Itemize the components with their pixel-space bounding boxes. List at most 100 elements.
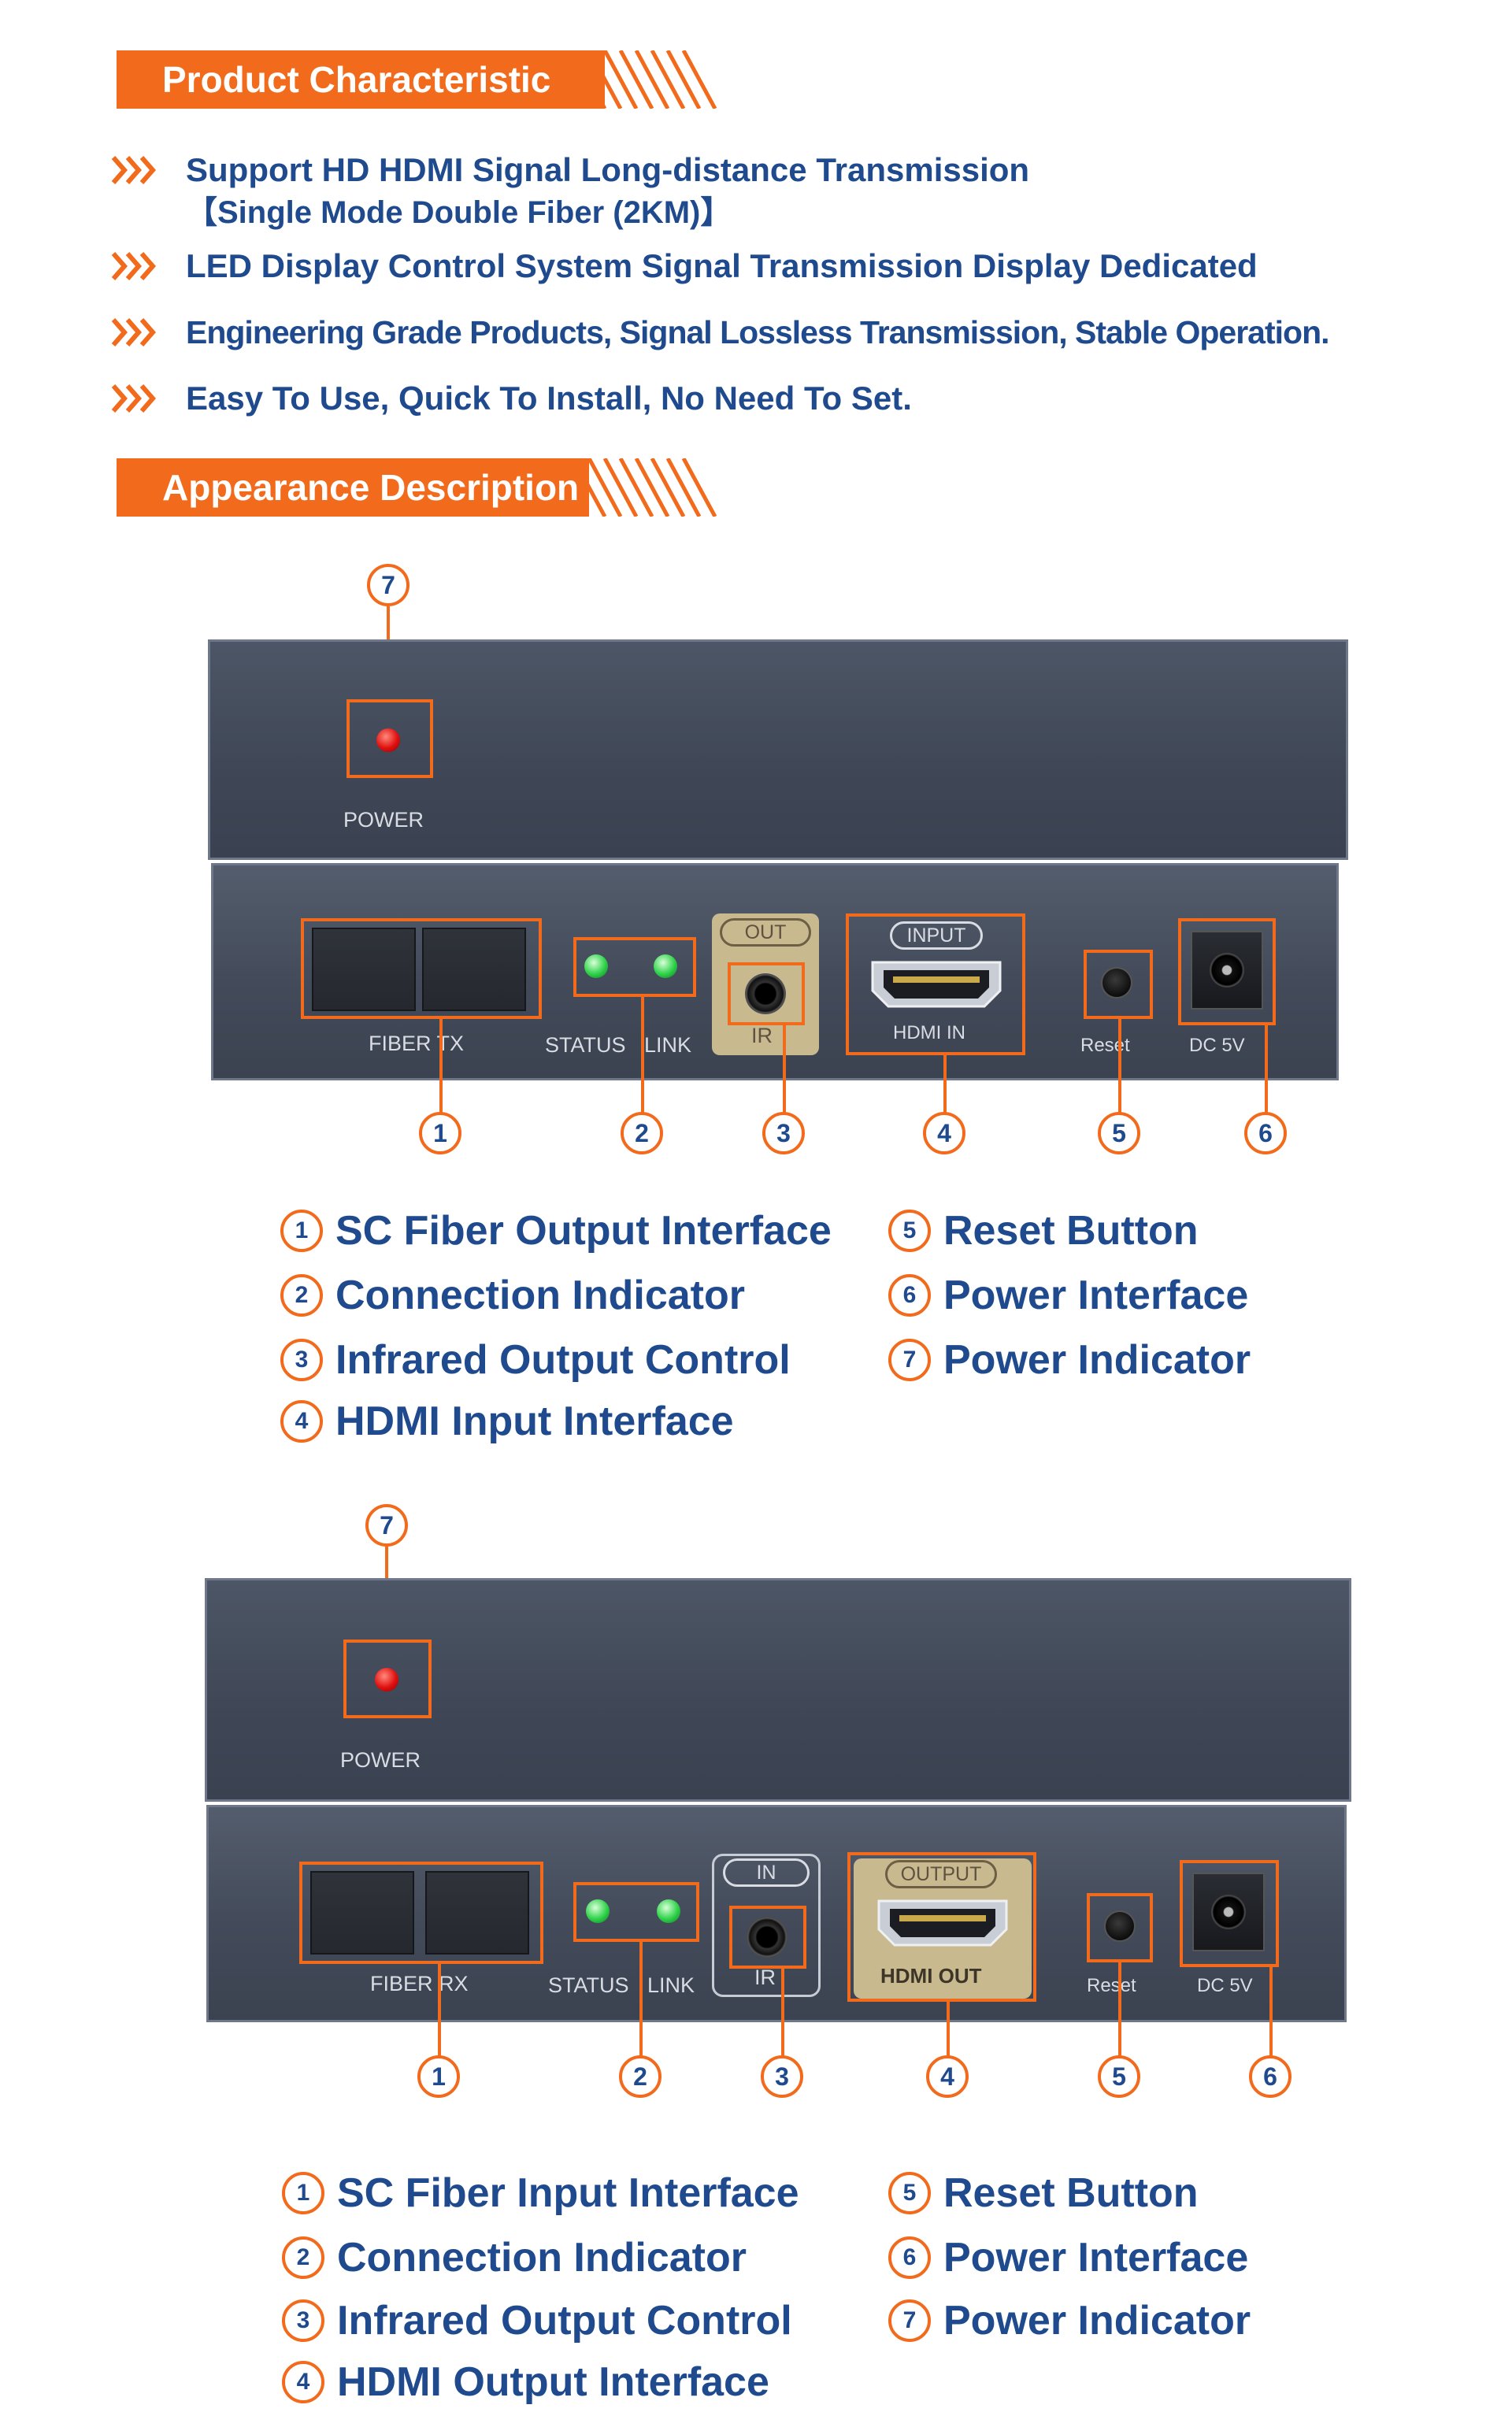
power-led-icon xyxy=(375,1668,398,1691)
legend-number: 1 xyxy=(280,1210,323,1252)
triple-chevron-icon xyxy=(111,252,156,280)
reset-button-box xyxy=(1084,950,1153,1019)
fiber-port-1 xyxy=(312,928,416,1011)
dc-jack-icon xyxy=(1192,1873,1265,1951)
status-label: STATUS xyxy=(548,1973,629,1997)
legend-label: Connection Indicator xyxy=(335,1273,745,1318)
reset-label: Reset xyxy=(1080,1035,1130,1056)
callout-2: 2 xyxy=(621,1112,663,1154)
legend-number: 7 xyxy=(888,2299,931,2342)
status-led-icon xyxy=(584,954,608,978)
legend-label: Infrared Output Control xyxy=(335,1337,791,1383)
legend-number: 3 xyxy=(280,1339,323,1381)
fiber-port-box xyxy=(301,918,542,1019)
banner-stripes-icon xyxy=(117,50,717,109)
callout-6: 6 xyxy=(1244,1112,1287,1154)
callout-4: 4 xyxy=(926,2055,969,2098)
fiber-port-box xyxy=(299,1862,543,1964)
device-top-panel xyxy=(205,1578,1351,1802)
link-led-icon xyxy=(657,1899,680,1923)
legend-number: 6 xyxy=(888,2236,931,2279)
triple-chevron-icon xyxy=(111,384,156,413)
callout-line xyxy=(641,997,644,1113)
link-label: LINK xyxy=(647,1973,695,1997)
legend-label: Infrared Output Control xyxy=(337,2298,792,2344)
legend-number: 7 xyxy=(888,1339,931,1381)
section-title: Product Characteristic xyxy=(162,59,551,100)
hdmi-port-icon xyxy=(871,961,1002,1008)
legend-label: Reset Button xyxy=(943,1208,1199,1254)
ir-jack-icon xyxy=(747,1917,788,1958)
legend-number: 2 xyxy=(280,1274,323,1317)
hdmi-direction-pill: OUTPUT xyxy=(885,1860,997,1888)
ir-direction-pill: IN xyxy=(723,1858,810,1887)
legend-label: Power Interface xyxy=(943,1273,1249,1318)
callout-7: 7 xyxy=(365,1504,408,1547)
power-label: POWER xyxy=(343,808,424,832)
section-banner-appearance: Appearance Description xyxy=(117,458,731,517)
callout-line xyxy=(1265,1025,1268,1113)
status-led-box xyxy=(573,1882,699,1942)
callout-1: 1 xyxy=(419,1112,461,1154)
link-led-icon xyxy=(654,954,677,978)
callout-2: 2 xyxy=(619,2055,662,2098)
hdmi-label: HDMI OUT xyxy=(880,1964,982,1988)
feature-text: Engineering Grade Products, Signal Lossl… xyxy=(186,314,1330,350)
callout-3: 3 xyxy=(762,1112,805,1154)
ir-plate xyxy=(712,1854,821,1997)
callout-line xyxy=(639,1942,643,2057)
dc-jack-box xyxy=(1180,1860,1279,1967)
power-led-icon xyxy=(376,728,400,752)
hdmi-direction-pill: INPUT xyxy=(890,921,983,950)
legend-label: Connection Indicator xyxy=(337,2235,747,2281)
callout-line xyxy=(783,1025,786,1113)
fiber-port-2 xyxy=(422,928,526,1011)
callout-3: 3 xyxy=(761,2055,803,2098)
legend-number: 6 xyxy=(888,1274,931,1317)
status-led-box xyxy=(573,937,696,997)
reset-button[interactable] xyxy=(1101,967,1132,999)
legend-number: 2 xyxy=(282,2236,324,2279)
feature-text: LED Display Control System Signal Transm… xyxy=(186,247,1258,284)
callout-line xyxy=(1269,1967,1273,2057)
ir-direction-pill: OUT xyxy=(720,918,811,947)
legend-number: 4 xyxy=(282,2361,324,2403)
callout-7: 7 xyxy=(367,564,410,606)
fiber-label: FIBER TX xyxy=(369,1032,465,1055)
feature-subtext: 【Single Mode Double Fiber (2KM)】 xyxy=(186,195,732,230)
legend-number: 5 xyxy=(888,2172,931,2214)
legend-label: SC Fiber Output Interface xyxy=(335,1208,832,1254)
dc-jack-icon xyxy=(1191,931,1263,1010)
callout-5: 5 xyxy=(1098,1112,1140,1154)
legend-label: Reset Button xyxy=(943,2170,1199,2216)
power-led-box xyxy=(343,1640,432,1718)
reset-button-box xyxy=(1087,1893,1153,1962)
device-top-panel xyxy=(208,639,1348,860)
link-label: LINK xyxy=(644,1033,692,1057)
legend-number: 1 xyxy=(282,2172,324,2214)
legend-number: 4 xyxy=(280,1400,323,1443)
ir-label: IR xyxy=(751,1024,773,1047)
triple-chevron-icon xyxy=(111,156,156,184)
status-led-icon xyxy=(586,1899,610,1923)
legend-number: 3 xyxy=(282,2299,324,2342)
ir-label: IR xyxy=(754,1966,776,1989)
callout-line xyxy=(947,2002,950,2057)
ir-jack-box xyxy=(729,1906,806,1969)
reset-button[interactable] xyxy=(1104,1910,1136,1942)
callout-1: 1 xyxy=(417,2055,460,2098)
dc-label: DC 5V xyxy=(1197,1975,1253,1996)
section-title: Appearance Description xyxy=(162,467,580,508)
fiber-port-1 xyxy=(310,1871,414,1955)
hdmi-port-box xyxy=(847,1852,1036,2002)
section-banner-characteristic: Product Characteristic xyxy=(117,50,731,109)
legend-label: SC Fiber Input Interface xyxy=(337,2170,799,2216)
legend-label: HDMI Output Interface xyxy=(337,2359,769,2405)
hdmi-label: HDMI IN xyxy=(893,1022,965,1043)
callout-line xyxy=(943,1055,947,1113)
status-label: STATUS xyxy=(545,1033,626,1057)
fiber-port-2 xyxy=(425,1871,529,1955)
legend-number: 5 xyxy=(888,1210,931,1252)
triple-chevron-icon xyxy=(111,318,156,346)
banner-stripes-icon xyxy=(117,458,717,517)
